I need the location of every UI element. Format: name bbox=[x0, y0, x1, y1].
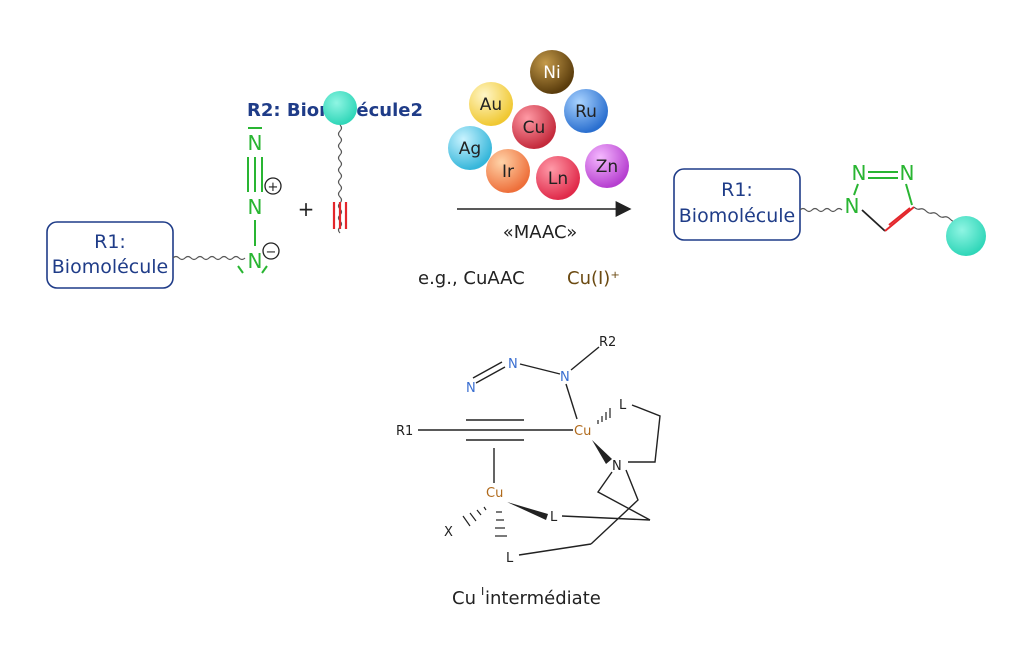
metal-sphere-ru bbox=[564, 89, 608, 133]
azide-n-top: N bbox=[248, 131, 263, 155]
negative-charge-icon bbox=[262, 242, 280, 260]
int-cu-top: Cu bbox=[574, 424, 591, 439]
int-r1: R1 bbox=[396, 424, 413, 439]
int-l-top: L bbox=[619, 398, 627, 413]
metal-label-au: Au bbox=[480, 95, 502, 115]
int-cu-bottom: Cu bbox=[486, 486, 503, 501]
cu-species-text: Cu(I)⁺ bbox=[567, 268, 620, 289]
metal-sphere-ln bbox=[536, 156, 580, 200]
triazole-n1: N bbox=[845, 194, 860, 218]
azide-n-middle: N bbox=[248, 195, 263, 219]
int-n-middle: N bbox=[508, 357, 518, 372]
r1-label-line2: Biomolécule bbox=[52, 256, 169, 278]
metal-label-ni: Ni bbox=[543, 63, 560, 83]
metal-label-ir: Ir bbox=[502, 162, 514, 182]
caption-cu: Cu bbox=[452, 588, 476, 609]
metal-sphere-ag bbox=[448, 126, 492, 170]
triazole-n3: N bbox=[900, 161, 915, 185]
triazole-ring: N N N bbox=[845, 161, 915, 232]
metal-label-ag: Ag bbox=[459, 139, 481, 159]
r2-biomolecule-sphere bbox=[323, 91, 357, 125]
alkyne-icon bbox=[332, 202, 348, 229]
metal-label-zn: Zn bbox=[596, 157, 618, 177]
metal-label-ru: Ru bbox=[575, 102, 597, 122]
product-r1-line1: R1: bbox=[721, 179, 753, 201]
int-r2: R2 bbox=[599, 335, 616, 350]
caption-rest: intermédiate bbox=[485, 588, 601, 609]
metal-sphere-au bbox=[469, 82, 513, 126]
r1-label-line1: R1: bbox=[94, 231, 126, 253]
intermediate-caption: Cu I intermédiate bbox=[452, 585, 601, 609]
metal-label-ln: Ln bbox=[548, 169, 568, 189]
azide-n-bottom: N bbox=[248, 249, 263, 273]
plus-sign: + bbox=[298, 197, 315, 221]
int-n-terminal: N bbox=[466, 381, 476, 396]
product-r1-box: R1: Biomolécule bbox=[673, 168, 801, 241]
arrow-label: «MAAC» bbox=[503, 222, 578, 243]
int-l-mid: L bbox=[550, 510, 558, 525]
int-n-amine: N bbox=[612, 459, 622, 474]
azide-group: N N + N − bbox=[237, 127, 282, 274]
metal-sphere-ni bbox=[530, 50, 574, 94]
product-r2-sphere bbox=[946, 216, 986, 256]
metal-sphere-cu bbox=[512, 105, 556, 149]
metal-label-cu: Cu bbox=[523, 118, 546, 138]
svg-text:−: − bbox=[266, 245, 277, 260]
product-linker-right bbox=[913, 206, 957, 223]
product-r1-line2: Biomolécule bbox=[679, 205, 796, 227]
metal-sphere-ir bbox=[486, 149, 530, 193]
metal-sphere-zn bbox=[585, 144, 629, 188]
caption-sup: I bbox=[481, 585, 484, 598]
int-l-bottom: L bbox=[506, 551, 514, 566]
example-text: e.g., CuAAC bbox=[418, 268, 525, 289]
positive-charge-icon bbox=[264, 177, 282, 195]
reactant-r1-box: R1: Biomolécule bbox=[46, 221, 174, 289]
triazole-n2: N bbox=[852, 161, 867, 185]
product-linker-left bbox=[799, 207, 843, 213]
cu-intermediate-structure: N N N R2 R1 Cu L N Cu L bbox=[396, 335, 661, 566]
r1-azide-linker bbox=[172, 255, 246, 261]
int-n-r2: N bbox=[560, 370, 570, 385]
svg-text:+: + bbox=[268, 180, 279, 195]
int-x: X bbox=[444, 525, 453, 540]
